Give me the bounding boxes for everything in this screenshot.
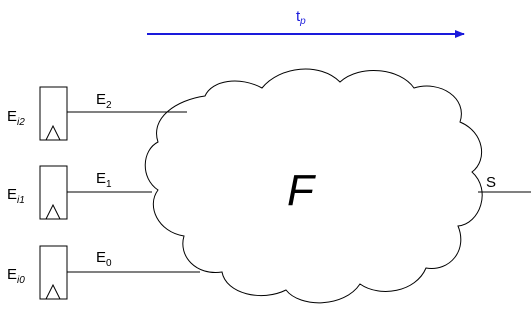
- output-label: S: [486, 174, 496, 191]
- wire-label-e1: E1: [96, 170, 112, 190]
- register-label-ei0: Ei0: [7, 266, 25, 286]
- register-ei2: Ei2: [7, 86, 68, 141]
- register-ei0: Ei0: [7, 245, 68, 300]
- function-cloud: F: [144, 68, 483, 304]
- propagation-time-arrow: tp: [147, 8, 465, 38]
- clock-triangle-icon: [45, 124, 61, 141]
- clock-triangle-icon: [45, 203, 61, 220]
- register-label-ei1: Ei1: [7, 186, 25, 206]
- register-ei1: Ei1: [7, 165, 68, 220]
- clock-triangle-icon: [45, 283, 61, 300]
- wire-label-e2: E2: [96, 91, 112, 111]
- function-label: F: [287, 166, 316, 215]
- register-label-ei2: Ei2: [7, 108, 25, 128]
- propagation-time-label: tp: [296, 8, 306, 27]
- wire-label-e0: E0: [96, 249, 112, 269]
